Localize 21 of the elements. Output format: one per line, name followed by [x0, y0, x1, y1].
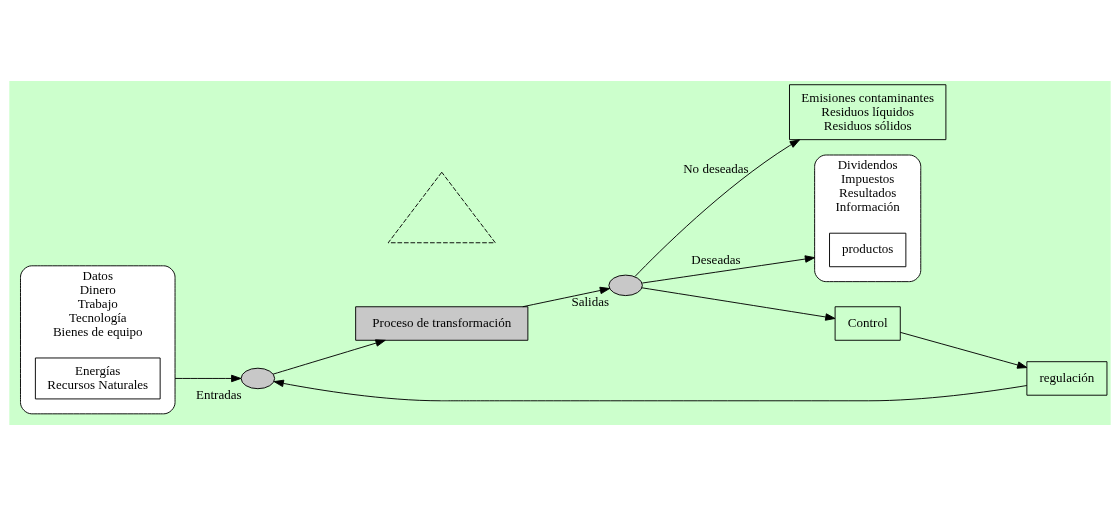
edge-label: No deseadas [683, 160, 749, 176]
arrow [641, 255, 816, 284]
node-triangle [387, 171, 496, 244]
node-label: Salidas [571, 294, 610, 310]
node-box: Control [834, 306, 901, 341]
node-ellipse [608, 274, 643, 297]
node-box: productos [829, 232, 907, 268]
node-label: Entradas [196, 387, 242, 403]
node-ellipse [240, 367, 276, 390]
arrow [272, 339, 386, 375]
arrow [899, 331, 1028, 369]
node-box: Proceso de transformación [355, 306, 529, 341]
node-box: regulación [1026, 361, 1108, 396]
arrow [634, 139, 800, 277]
arrow [174, 374, 242, 383]
node-box: Emisiones contaminantes Residuos líquidos Residuos sólidos [789, 84, 947, 141]
arrow [522, 286, 611, 308]
edge-label: Deseadas [691, 252, 741, 268]
node-box: Energías Recursos Naturales [34, 357, 161, 400]
arrow [641, 287, 836, 321]
arrow [273, 379, 1028, 402]
